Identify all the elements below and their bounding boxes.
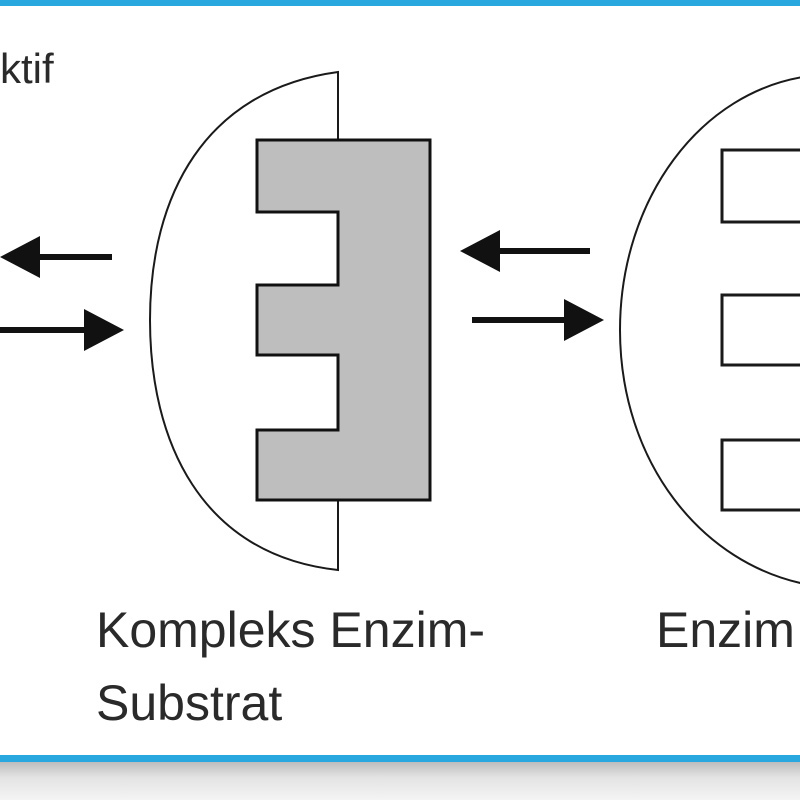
arrowhead-reverse-left	[0, 236, 40, 278]
right-reaction-arrows	[460, 230, 604, 341]
substrate-block	[255, 138, 432, 502]
left-reaction-arrows	[0, 236, 124, 351]
arrowhead-reverse-right	[460, 230, 500, 272]
complex-label-line2: Substrat	[96, 675, 283, 731]
frame-bottom-border	[0, 755, 800, 762]
enzyme-substrate-complex	[148, 70, 432, 572]
complex-label-line1: Kompleks Enzim-	[96, 602, 485, 658]
enzyme-substrate-diagram	[0, 70, 800, 584]
enzyme-label: Enzim	[656, 602, 795, 658]
arrowhead-forward-right	[564, 299, 604, 341]
frame-top-border	[0, 0, 800, 6]
free-enzyme	[618, 76, 800, 584]
arrowhead-forward-left	[84, 309, 124, 351]
frame-shadow	[0, 762, 800, 800]
enzyme-active-site	[720, 148, 800, 512]
active-site-label: ktif	[0, 45, 54, 92]
enzyme-body-free	[618, 76, 800, 584]
